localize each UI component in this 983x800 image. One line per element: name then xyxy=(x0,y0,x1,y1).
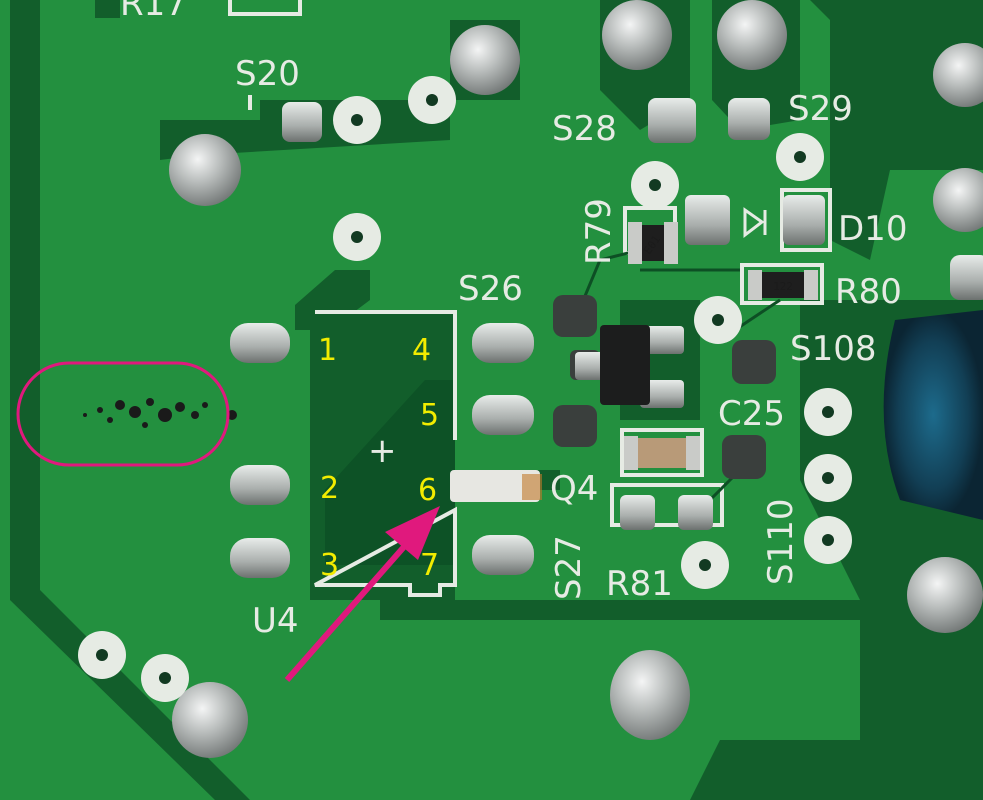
pin-number: 7 xyxy=(420,548,439,583)
burn-residue xyxy=(83,398,237,428)
label-q4: Q4 xyxy=(550,469,598,509)
copper-exposed xyxy=(522,474,542,500)
q4-transistor xyxy=(575,325,684,408)
label-u4: U4 xyxy=(252,601,299,641)
u4-outline xyxy=(314,310,457,597)
highlight-ellipse xyxy=(16,361,230,467)
label-s110: S110 xyxy=(761,499,801,585)
pin-number: 3 xyxy=(320,548,339,583)
r81-outline xyxy=(610,483,724,527)
pin-number: 2 xyxy=(320,471,339,506)
d10-outline xyxy=(780,188,832,252)
label-r-top: R17 xyxy=(120,0,187,24)
label-s20: S20 xyxy=(235,54,300,94)
r80-resistor: 122 xyxy=(748,270,818,300)
board-cutout xyxy=(883,310,983,520)
r80-outline xyxy=(740,263,824,305)
label-s29: S29 xyxy=(788,89,853,129)
smd-pads xyxy=(230,98,825,578)
label-c25: C25 xyxy=(718,394,785,434)
label-s28: S28 xyxy=(552,109,617,149)
r80-marking: 122 xyxy=(773,280,793,293)
pin-number: 5 xyxy=(420,398,439,433)
label-s108: S108 xyxy=(790,329,876,369)
diode-symbol xyxy=(743,207,767,239)
label-s27: S27 xyxy=(549,535,589,600)
r79-resistor: E01 xyxy=(628,222,678,264)
label-r81: R81 xyxy=(606,564,673,604)
silkscreen-labels: R17 S20 S28 S29 R79 D10 R80 S26 S108 C25… xyxy=(120,0,907,641)
c25-capacitor xyxy=(624,436,700,470)
label-s26: S26 xyxy=(458,269,523,309)
annotation-arrow xyxy=(284,506,440,682)
label-d10: D10 xyxy=(838,209,907,249)
label-r79: R79 xyxy=(579,198,619,265)
ring-pads xyxy=(78,76,852,702)
pin-number: 4 xyxy=(412,333,431,368)
u4-pin-numbers: 1 2 3 4 5 6 7 xyxy=(318,333,439,583)
c25-outline xyxy=(620,428,704,477)
pin-number: 6 xyxy=(418,473,437,508)
label-r80: R80 xyxy=(835,272,902,312)
scraped-trace xyxy=(450,470,540,502)
pin-number: 1 xyxy=(318,333,337,368)
through-hole-pads xyxy=(169,0,983,758)
label-plus: + xyxy=(368,431,397,471)
